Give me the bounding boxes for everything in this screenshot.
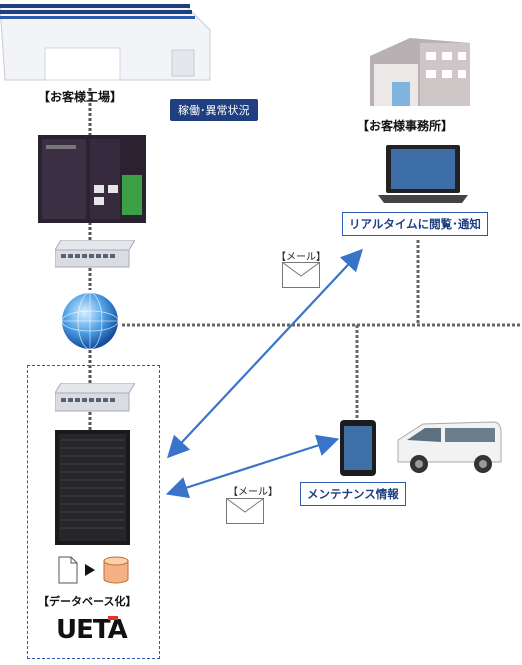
arrow-right-icon [85, 564, 95, 576]
maintenance-info-label: メンテナンス情報 [300, 482, 406, 506]
database-label: 【データベース化】 [38, 595, 137, 608]
tablet-icon [340, 420, 376, 476]
ueta-logo: UETA [56, 615, 128, 645]
mail-label: 【メール】 [276, 252, 326, 263]
mail-envelope-icon [282, 262, 320, 288]
logo-text: UETA [56, 615, 128, 645]
factory-building-icon [0, 4, 211, 81]
mail-envelope-icon [226, 498, 264, 524]
office-label: 【お客様事務所】 [357, 119, 454, 133]
status-badge: 稼働･異常状況 [170, 99, 258, 121]
laptop-icon [378, 145, 468, 203]
service-van-icon [397, 421, 502, 473]
internet-globe-icon [61, 292, 119, 350]
factory-label: 【お客様工場】 [38, 90, 123, 104]
logo-accent [108, 616, 118, 620]
server-tower-icon [55, 430, 130, 545]
network-switch-icon [55, 383, 135, 412]
server-area-box [27, 365, 160, 659]
office-building-icon [370, 38, 470, 106]
plc-controller-icon [38, 135, 146, 223]
document-icon [58, 556, 78, 584]
network-switch-icon [55, 240, 135, 268]
mail-label: 【メール】 [228, 487, 278, 498]
realtime-notify-label: リアルタイムに閲覧･通知 [342, 212, 488, 236]
database-icon [103, 556, 129, 584]
